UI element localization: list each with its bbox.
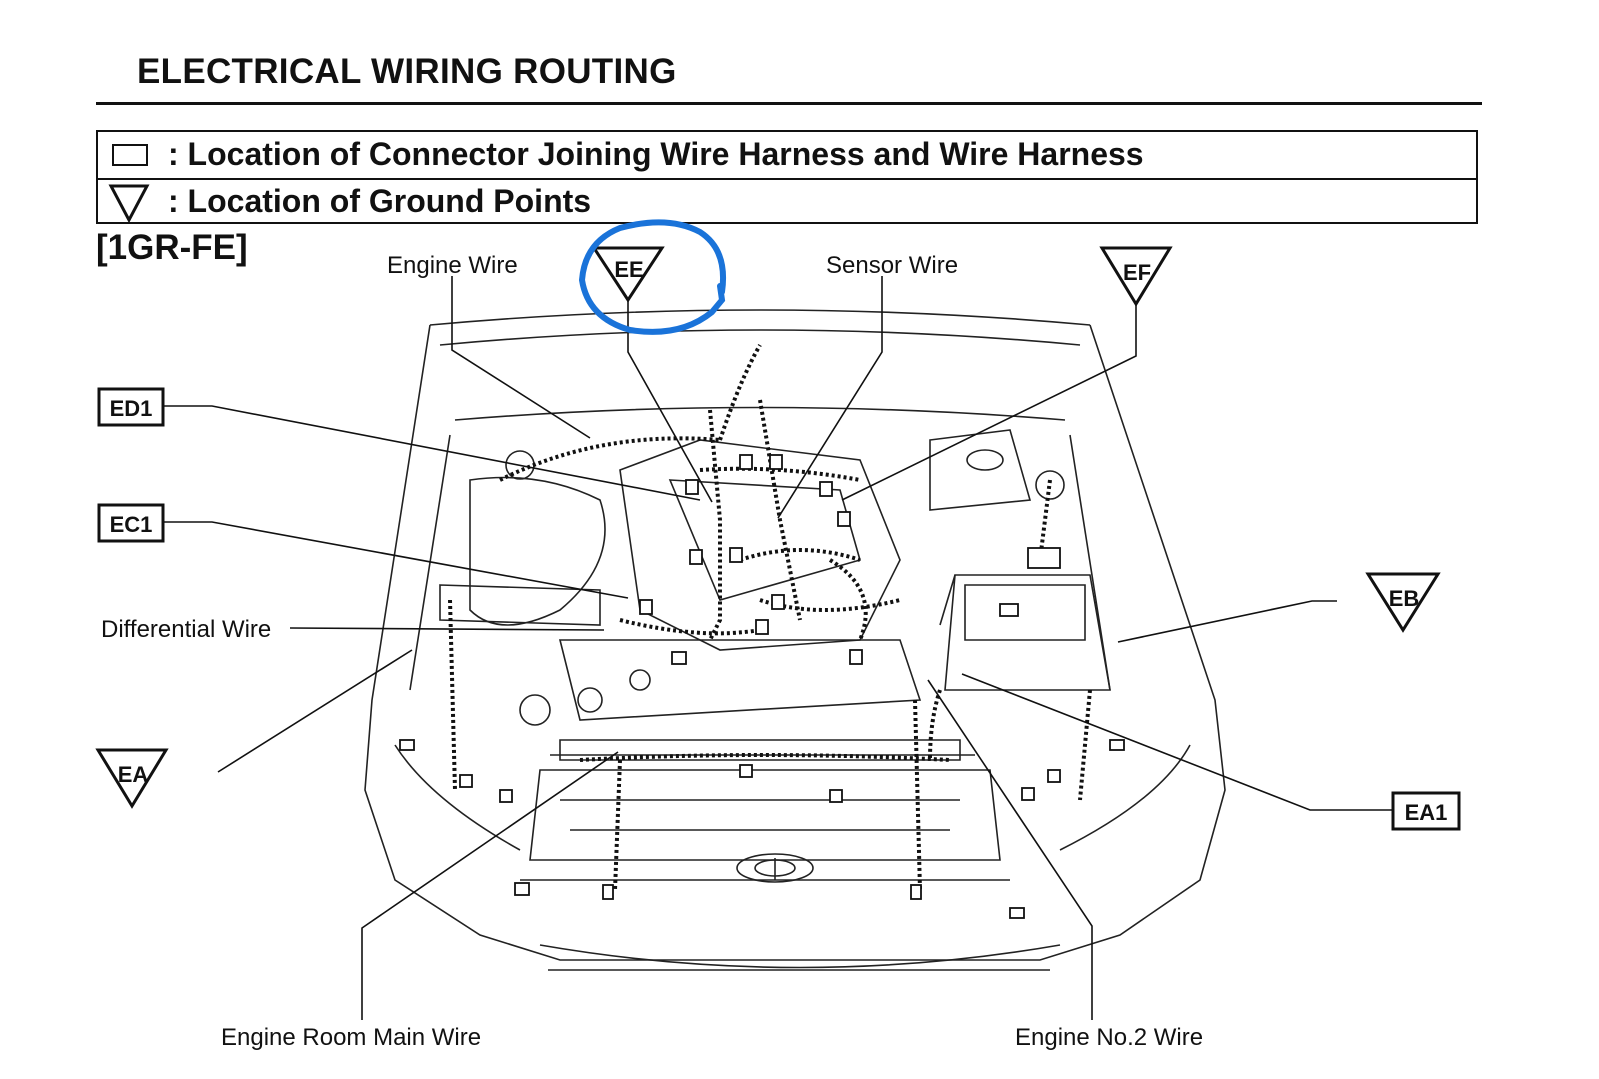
ground-point-ef-triangle bbox=[1099, 246, 1173, 307]
blue-highlight-circle bbox=[578, 219, 726, 335]
ground-triangles bbox=[95, 246, 1441, 809]
connector-ed1-label: ED1 bbox=[110, 396, 153, 421]
legend-connector-text: : Location of Connector Joining Wire Har… bbox=[168, 136, 1144, 172]
engine-code-label: [1GR-FE] bbox=[96, 228, 248, 267]
sensor-wire-label: Sensor Wire bbox=[826, 252, 959, 279]
ground-point-ee-label: EE bbox=[614, 257, 643, 282]
legend-ground-text: : Location of Ground Points bbox=[168, 183, 592, 219]
rectangle-icon bbox=[112, 144, 148, 166]
ground-point-eb-label: EB bbox=[1389, 586, 1420, 611]
connector-ea1-box bbox=[1391, 791, 1461, 831]
ground-point-eb-triangle bbox=[1365, 572, 1441, 633]
engine-no2-wire-label: Engine No.2 Wire bbox=[1015, 1024, 1204, 1051]
legend-box: : Location of Connector Joining Wire Har… bbox=[96, 130, 1478, 224]
legend-row-ground: : Location of Ground Points bbox=[98, 179, 1476, 225]
ground-point-ea-label: EA bbox=[118, 762, 149, 787]
connector-ed1-box bbox=[97, 387, 165, 427]
page-title: ELECTRICAL WIRING ROUTING bbox=[137, 52, 677, 91]
title-underline bbox=[96, 102, 1482, 105]
differential-wire-label: Differential Wire bbox=[101, 616, 272, 643]
connector-ec1-label: EC1 bbox=[110, 512, 153, 537]
connector-blocks bbox=[399, 454, 1125, 919]
ground-point-ea-triangle bbox=[95, 748, 169, 809]
ground-point-ef-label: EF bbox=[1123, 260, 1151, 285]
connector-label-boxes bbox=[97, 387, 1461, 831]
connector-ea1-label: EA1 bbox=[1405, 800, 1448, 825]
engine-room-main-wire-label: Engine Room Main Wire bbox=[221, 1024, 482, 1051]
connector-ec1-box bbox=[97, 503, 165, 543]
vehicle-outline bbox=[364, 309, 1226, 971]
ground-point-ee-triangle bbox=[591, 246, 665, 303]
inverted-triangle-icon bbox=[108, 184, 150, 223]
engine-wire-label: Engine Wire bbox=[387, 252, 518, 279]
legend-row-connector: : Location of Connector Joining Wire Har… bbox=[98, 132, 1476, 180]
leader-lines bbox=[161, 276, 1393, 1020]
